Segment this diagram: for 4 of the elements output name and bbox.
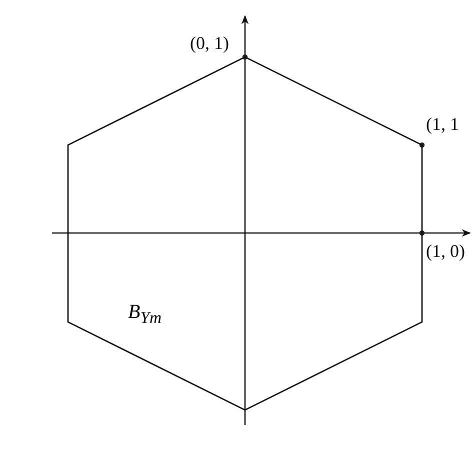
coordinate-label: (1, 1 [426,114,459,135]
coordinate-label: (1, 0) [426,241,465,262]
region-label: B$_{Ym}$ [128,301,162,328]
coordinate-label: (0, 1) [190,33,229,54]
